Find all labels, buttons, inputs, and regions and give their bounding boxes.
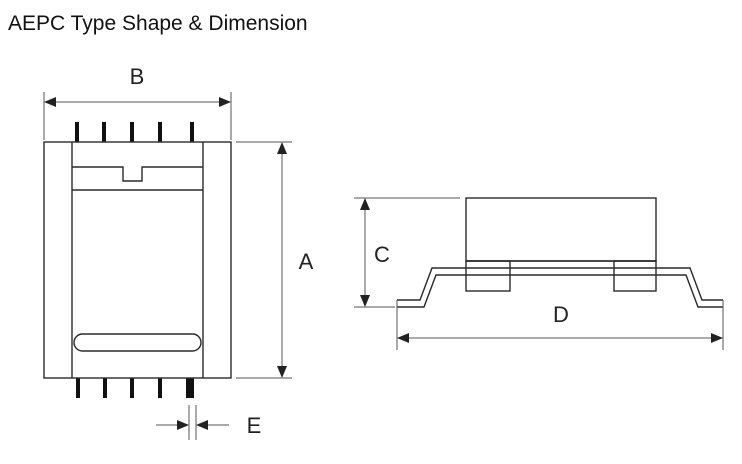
core-block [465, 197, 657, 262]
b-arrowhead-right [219, 97, 231, 107]
dimension-label-b: B [130, 64, 145, 89]
d-arrowhead-right [711, 333, 723, 343]
core-top-bar [72, 166, 203, 182]
dimension-b: B [43, 64, 232, 140]
b-arrowhead-left [44, 97, 56, 107]
base-inner [397, 274, 723, 308]
a-arrowhead-top [277, 142, 287, 154]
d-arrowhead-left [397, 333, 409, 343]
a-arrowhead-bottom [277, 366, 287, 378]
dimension-e: E [156, 405, 261, 440]
outer-body [43, 141, 232, 379]
dimension-label-c: C [374, 242, 390, 267]
c-arrowhead-top [360, 198, 370, 210]
dimension-label-a: A [299, 249, 314, 274]
base-outer [397, 267, 723, 301]
top-pins [75, 122, 194, 142]
e-arrowhead-right [196, 420, 208, 430]
dimension-a: A [236, 141, 314, 379]
bottom-pins [76, 378, 194, 398]
dimension-d: D [396, 300, 724, 350]
winding-slot [73, 333, 202, 352]
side-view: C D [354, 197, 724, 350]
c-arrowhead-bottom [360, 295, 370, 307]
top-view: B A E [43, 64, 314, 440]
dimension-label-e: E [247, 413, 262, 438]
dimension-label-d: D [553, 302, 569, 327]
dimension-c: C [354, 197, 460, 308]
page-title: AEPC Type Shape & Dimension [8, 12, 308, 35]
left-clip [465, 260, 511, 292]
right-clip [613, 260, 657, 292]
e-arrowhead-left [177, 420, 189, 430]
